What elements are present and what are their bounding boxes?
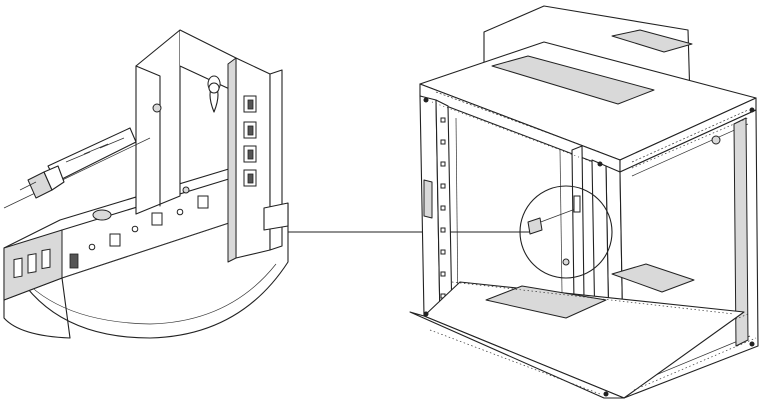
wall-cabinet bbox=[409, 5, 759, 399]
top-vent-plate bbox=[491, 55, 655, 105]
detail-view-bracket bbox=[3, 29, 289, 339]
vertical-bracket bbox=[135, 29, 181, 215]
callout-circle bbox=[519, 185, 613, 279]
floor-screw bbox=[92, 209, 112, 221]
expansion-bolt bbox=[3, 127, 151, 209]
